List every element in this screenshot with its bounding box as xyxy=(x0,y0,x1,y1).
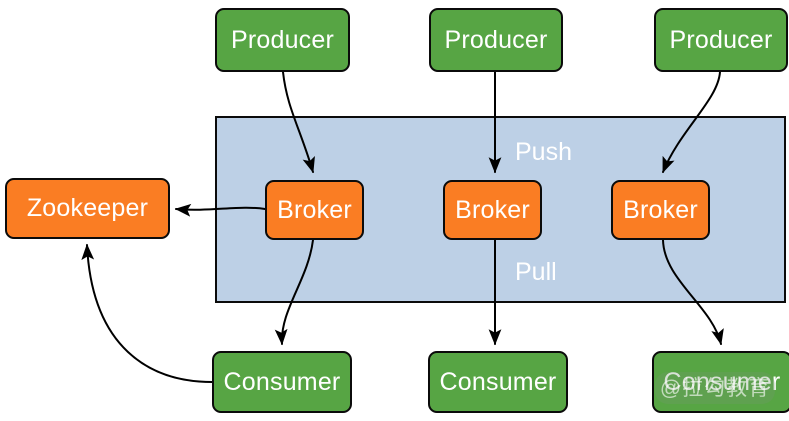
edge-broker1-to-zookeeper xyxy=(174,203,266,217)
node-consumer-2[interactable]: Consumer xyxy=(428,351,568,413)
edge-broker1-to-consumer1 xyxy=(274,239,314,346)
node-producer-3[interactable]: Producer xyxy=(654,8,788,72)
flow-label-push: Push xyxy=(515,138,572,166)
node-zookeeper[interactable]: Zookeeper xyxy=(5,178,170,239)
edge-consumer1-to-zookeeper xyxy=(81,243,213,383)
node-broker-2[interactable]: Broker xyxy=(443,180,542,240)
node-broker-1[interactable]: Broker xyxy=(265,180,364,240)
flow-label-pull: Pull xyxy=(515,258,557,286)
node-broker-3[interactable]: Broker xyxy=(611,180,710,240)
edge-broker3-to-consumer3 xyxy=(662,239,724,346)
node-consumer-3[interactable]: Consumer xyxy=(652,351,789,413)
edge-producer3-to-broker3 xyxy=(662,71,721,174)
node-producer-2[interactable]: Producer xyxy=(429,8,563,72)
edge-producer1-to-broker1 xyxy=(282,71,315,174)
watermark: @拉勾教育 xyxy=(655,372,775,404)
node-consumer-1[interactable]: Consumer xyxy=(212,351,352,413)
node-producer-1[interactable]: Producer xyxy=(215,8,350,72)
